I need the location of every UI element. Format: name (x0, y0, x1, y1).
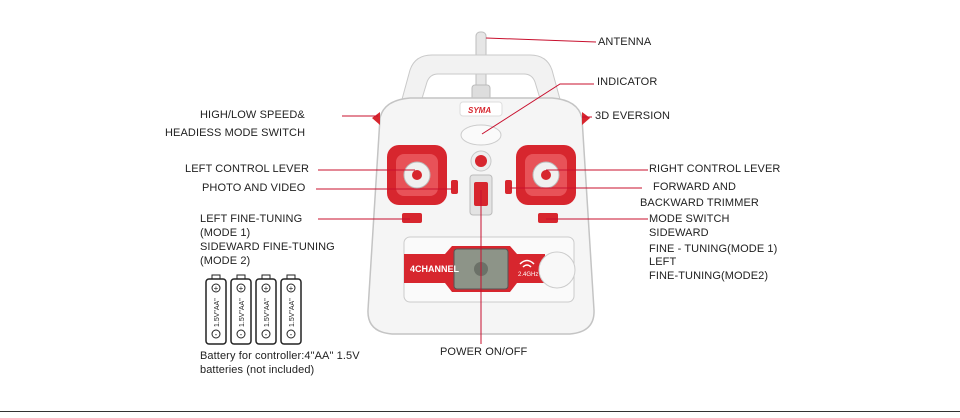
label-photo-video: PHOTO AND VIDEO (202, 182, 306, 194)
right-control-lever[interactable] (516, 145, 576, 205)
label-left: LEFT (649, 256, 677, 268)
power-button-cap (538, 251, 576, 289)
svg-text:-: - (265, 330, 268, 339)
svg-text:+: + (214, 284, 219, 293)
label-antenna: ANTENNA (598, 36, 652, 48)
wifi-icon (519, 259, 535, 268)
label-speed-switch-line1: HIGH/LOW SPEED& (200, 109, 305, 121)
left-fine-tuning-button[interactable] (402, 213, 422, 223)
svg-text:+: + (289, 284, 294, 293)
label-battery-line1: Battery for controller:4"AA" 1.5V (200, 350, 360, 362)
svg-text:1.5V"AA": 1.5V"AA" (264, 298, 271, 327)
left-side-trim[interactable] (451, 180, 458, 194)
battery-icon: + - 1.5V"AA" (230, 274, 252, 345)
indicator-light (460, 124, 502, 146)
svg-text:-: - (240, 330, 243, 339)
label-left-fine-tuning-mode1: (MODE 1) (200, 227, 251, 239)
label-sideward-fine-tuning-mode2: (MODE 2) (200, 255, 251, 267)
label-3d-eversion: 3D EVERSION (595, 110, 671, 122)
brand-logo: SYMA (468, 106, 491, 115)
svg-text:+: + (239, 284, 244, 293)
battery-icon: + - 1.5V"AA" (280, 274, 302, 345)
mode-switch-button[interactable] (538, 213, 558, 223)
label-speed-switch-line2: HEADIESS MODE SWITCH (165, 127, 306, 139)
label-sideward: SIDEWARD (649, 227, 709, 239)
channel-logo: 4CHANNEL (410, 264, 460, 274)
forward-backward-trimmer[interactable] (505, 180, 512, 194)
label-power-on-off: POWER ON/OFF (440, 346, 528, 358)
label-fine-tuning-mode2: FINE-TUNING(MODE2) (649, 270, 769, 282)
label-indicator: INDICATOR (597, 76, 658, 88)
svg-text:+: + (264, 284, 269, 293)
svg-text:1.5V"AA": 1.5V"AA" (289, 298, 296, 327)
label-left-control-lever: LEFT CONTROL LEVER (185, 163, 310, 175)
left-control-lever[interactable] (387, 145, 447, 205)
svg-text:-: - (215, 330, 218, 339)
bottom-divider (0, 411, 960, 412)
batteries: + - 1.5V"AA" + - 1.5V"AA" + - 1.5V"AA" +… (205, 274, 302, 345)
svg-text:-: - (290, 330, 293, 339)
svg-text:1.5V"AA": 1.5V"AA" (239, 298, 246, 327)
label-left-fine-tuning: LEFT FINE-TUNING (200, 213, 303, 225)
label-backward-trimmer: BACKWARD TRIMMER (640, 197, 759, 209)
svg-text:1.5V"AA": 1.5V"AA" (214, 298, 221, 327)
label-right-control-lever: RIGHT CONTROL LEVER (649, 163, 781, 175)
label-mode-switch: MODE SWITCH (649, 213, 730, 225)
label-battery-line2: batteries (not included) (200, 364, 315, 376)
label-forward-and: FORWARD AND (653, 181, 736, 193)
frequency-logo: 2.4GHz (518, 272, 538, 278)
battery-icon: + - 1.5V"AA" (255, 274, 277, 345)
label-fine-tuning-mode1: FINE - TUNING(MODE 1) (649, 243, 778, 255)
battery-icon: + - 1.5V"AA" (205, 274, 227, 345)
callout-lines (316, 37, 648, 344)
label-sideward-fine-tuning: SIDEWARD FINE-TUNING (200, 241, 335, 253)
